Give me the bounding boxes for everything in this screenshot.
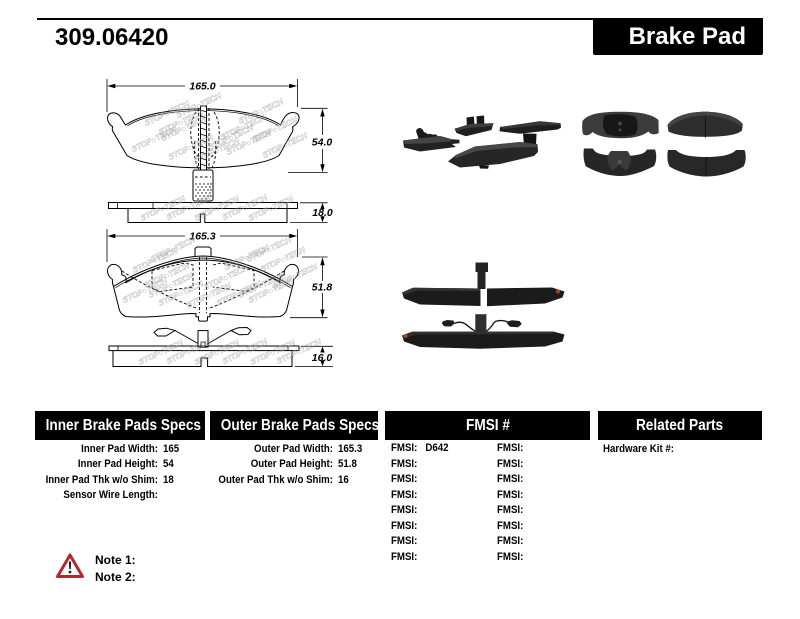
svg-text:51.8: 51.8: [312, 282, 333, 294]
svg-text:165.0: 165.0: [189, 81, 215, 93]
svg-text:16.0: 16.0: [312, 352, 333, 364]
svg-text:18.0: 18.0: [312, 207, 333, 219]
svg-text:165.3: 165.3: [189, 231, 215, 243]
svg-text:54.0: 54.0: [312, 137, 333, 149]
